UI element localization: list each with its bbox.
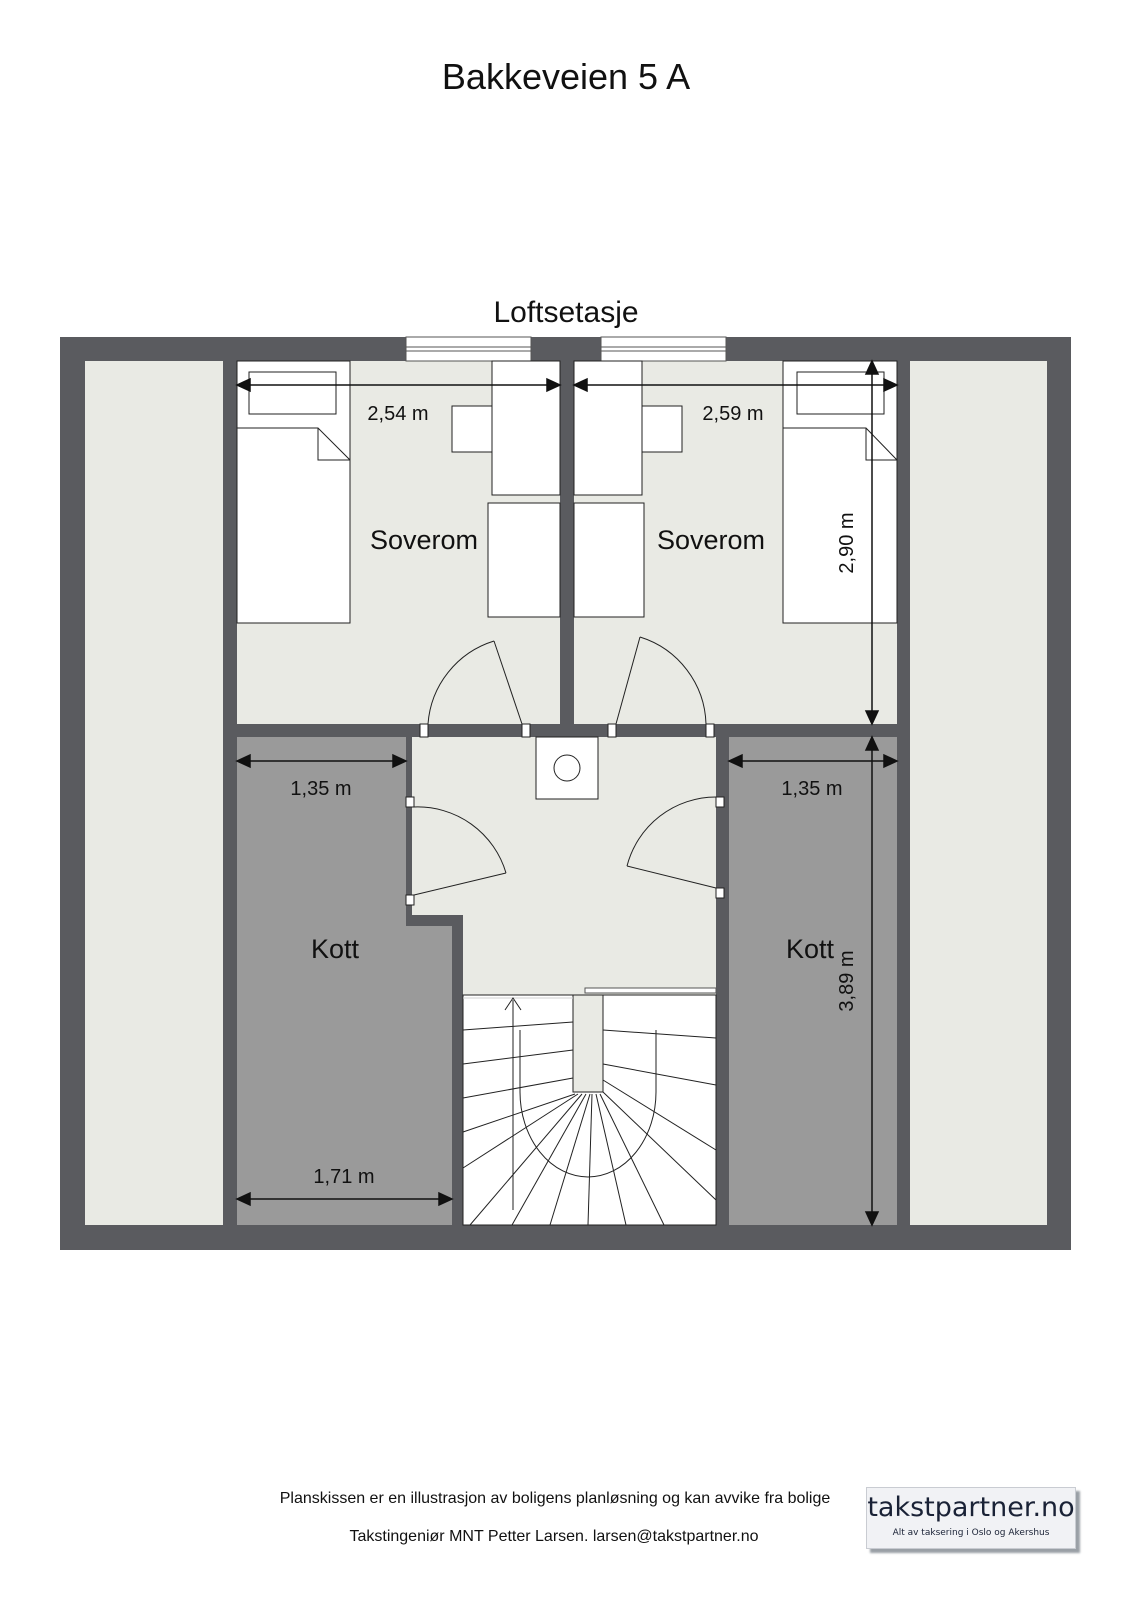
dimension-line-bedroom-left-width: [235, 377, 562, 393]
dimension-closet-right-width: 1,35 m: [781, 778, 842, 800]
logo-name: takstpartner.no: [867, 1492, 1075, 1523]
dimension-bedroom-left-width: 2,54 m: [367, 403, 428, 425]
room-label-closet-left: Kott: [311, 934, 360, 964]
room-label-bedroom-right: Soverom: [657, 525, 765, 555]
closet-right-floor: [729, 737, 897, 1225]
room-label-bedroom-left: Soverom: [370, 525, 478, 555]
dimension-line-closet-left-top: [235, 753, 408, 769]
door-closet-right: [626, 796, 725, 899]
dimension-bedroom-right-width: 2,59 m: [702, 403, 763, 425]
door-bedroom-left: [419, 640, 531, 738]
door-bedroom-right: [607, 636, 715, 738]
dimension-line-bedroom-right-width: [572, 377, 899, 393]
dimension-closet-right-depth: 3,89 m: [836, 950, 858, 1011]
dimension-line-closet-left-bottom: [235, 1191, 454, 1207]
floor-name: Loftsetasje: [493, 296, 638, 329]
bed-right: [782, 360, 898, 624]
footer-contact: Takstingeniør MNT Petter Larsen. larsen@…: [349, 1528, 759, 1545]
dimension-line-bedroom-right-depth: [864, 359, 880, 726]
page-title: Bakkeveien 5 A: [442, 56, 690, 97]
window-right: [600, 336, 727, 362]
footer-disclaimer: Planskissen er en illustrasjon av bolige…: [279, 1490, 831, 1507]
dimension-closet-left-top-width: 1,35 m: [290, 778, 351, 800]
dimension-closet-left-bottom-width: 1,71 m: [313, 1166, 374, 1188]
hallway-floor: [412, 737, 716, 995]
closet-left-floor: [237, 737, 452, 1225]
chimney: [535, 736, 599, 800]
door-closet-left: [405, 796, 507, 906]
logo-tagline: Alt av taksering i Oslo og Akershus: [892, 1528, 1050, 1538]
eaves-left: [85, 361, 223, 1225]
room-label-closet-right: Kott: [786, 934, 835, 964]
staircase: [462, 987, 717, 1226]
eaves-right: [910, 361, 1047, 1225]
window-left: [405, 336, 532, 362]
desk-left: [451, 360, 561, 618]
dimension-line-closet-right-depth: [864, 735, 880, 1227]
dimension-line-closet-right-width: [727, 753, 899, 769]
dimension-bedroom-right-depth: 2,90 m: [836, 512, 858, 573]
bed-left: [236, 360, 351, 624]
takstpartner-logo: takstpartner.no Alt av taksering i Oslo …: [866, 1487, 1076, 1549]
